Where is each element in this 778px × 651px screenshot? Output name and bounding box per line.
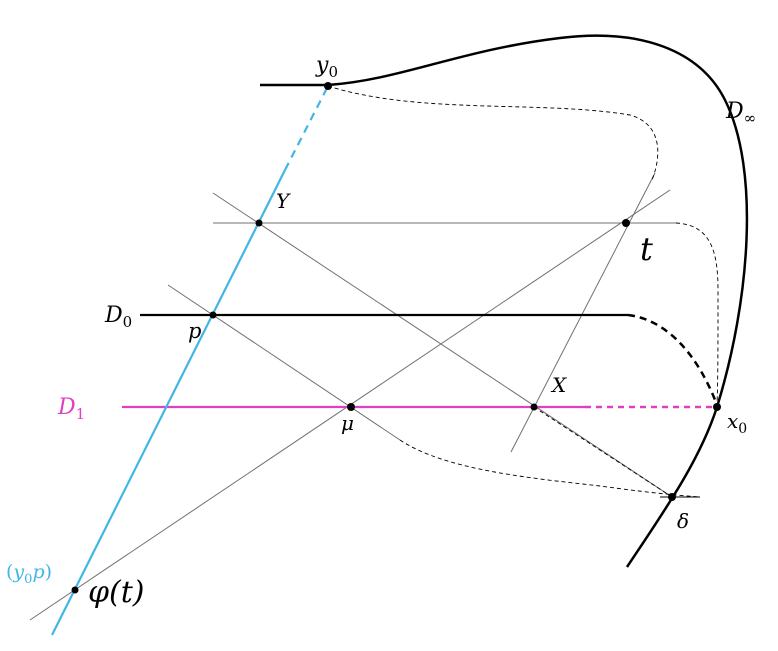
construction-lines xyxy=(29,172,676,621)
label-mu: μ xyxy=(341,411,354,435)
label-Y: Y xyxy=(276,189,291,213)
dashed-curves xyxy=(327,85,719,498)
dashed-line-X-delta xyxy=(533,406,673,498)
label-D1: D1 xyxy=(57,395,85,423)
label-y0: y0 xyxy=(315,53,338,81)
label-x0: x0 xyxy=(727,409,747,437)
label-D0: D0 xyxy=(104,303,132,331)
curve-D-infinity xyxy=(260,34,749,568)
points xyxy=(71,82,721,594)
label-y0p: (y0p) xyxy=(6,561,52,587)
label-p: p xyxy=(188,319,201,343)
dashed-curve-mu-delta xyxy=(399,439,701,498)
dashed-curve-t xyxy=(675,222,719,406)
point-y0 xyxy=(324,82,332,90)
label-X: X xyxy=(550,373,567,397)
line-Y-delta xyxy=(212,192,673,498)
label-t: t xyxy=(640,230,653,268)
point-x0 xyxy=(713,403,721,411)
point-mu xyxy=(347,403,355,411)
point-t xyxy=(622,219,630,227)
point-X xyxy=(530,403,538,411)
dashed-curve-y0 xyxy=(327,85,659,181)
line-y0p-dashed xyxy=(284,85,329,171)
point-p xyxy=(209,311,217,319)
label-delta: δ xyxy=(677,509,689,533)
point-Y xyxy=(255,219,263,227)
line-p-mu xyxy=(167,284,401,441)
line-y0p xyxy=(51,169,286,636)
point-phi-t xyxy=(71,586,79,594)
line-D0-dashed xyxy=(627,313,719,406)
label-phi-t: φ(t) xyxy=(88,575,144,610)
label-D-infinity: D∞ xyxy=(725,99,756,127)
